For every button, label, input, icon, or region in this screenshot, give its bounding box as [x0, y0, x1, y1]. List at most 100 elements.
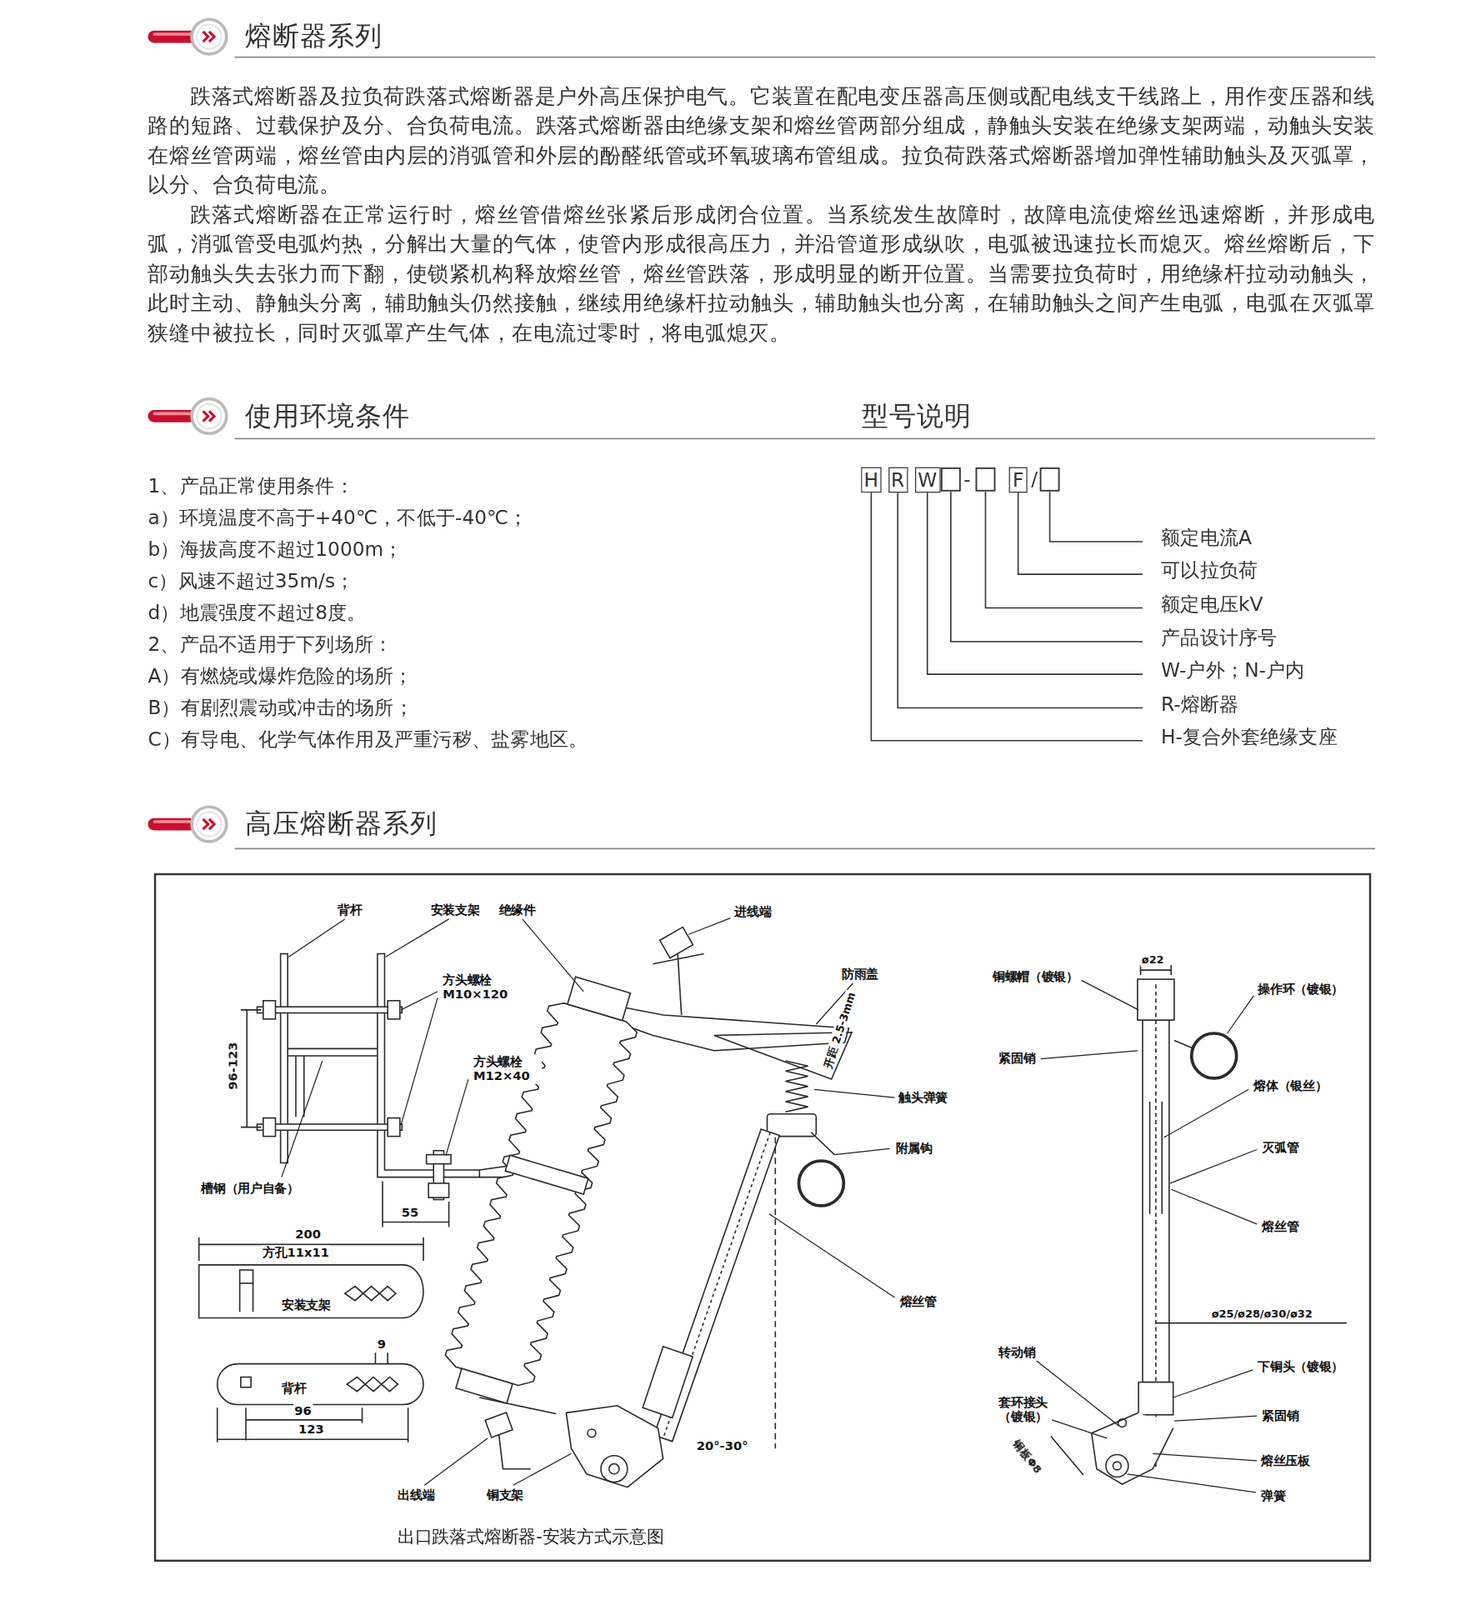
upper-contact	[810, 1132, 835, 1156]
part-label: 槽钢（用户自备）	[200, 1180, 301, 1196]
model-separator: /	[1030, 467, 1038, 491]
heading-icon	[153, 820, 195, 824]
mounting-bracket	[287, 1048, 378, 1117]
part-label: 安装支架	[280, 1298, 332, 1314]
leader-line	[1170, 1189, 1257, 1225]
model-leader	[1018, 491, 1143, 575]
heading-icon	[147, 399, 226, 435]
code-letter-box: R	[888, 466, 908, 493]
code-letter-box: F	[1009, 466, 1028, 493]
code-letter: F	[1012, 469, 1024, 491]
code-letter: W	[917, 469, 937, 491]
model-description: R-熔断器	[1160, 692, 1239, 716]
part-label: 下铜头（镀银）	[1256, 1359, 1345, 1375]
part-label: 操作环（镀银）	[1256, 982, 1345, 998]
mounting-bracket	[428, 1183, 449, 1198]
heading-icon	[147, 806, 226, 842]
leader-line	[688, 918, 731, 936]
part-label: 出线端	[396, 1488, 436, 1504]
heading-icon	[196, 404, 221, 429]
fuse-tube	[642, 1346, 693, 1419]
mounting-bracket	[263, 1000, 276, 1020]
mounting-bracket	[256, 1124, 402, 1131]
upper-contact	[660, 926, 694, 958]
leader-line	[769, 1214, 896, 1298]
model-description: W-户外；N-户内	[1160, 658, 1306, 682]
fuse-tube-detail	[1140, 965, 1172, 976]
leader-line	[522, 919, 584, 992]
bracket-plan-view	[345, 1286, 396, 1301]
heading-icon	[203, 410, 215, 421]
fuse-tube-detail	[1150, 1101, 1163, 1215]
code-blank-box	[1040, 468, 1060, 491]
back-pole-plan-view	[346, 1377, 398, 1392]
part-label: 防雨盖	[840, 966, 881, 982]
fuse-tube-detail	[1112, 1461, 1121, 1471]
condition-item: B）有剧烈震动或冲击的场所；	[147, 691, 588, 724]
leader-line	[1170, 1150, 1257, 1184]
part-label: 安装支架	[429, 902, 481, 918]
model-description: 额定电流A	[1160, 525, 1252, 550]
part-label: 123	[297, 1421, 326, 1437]
part-label: 转动销	[997, 1345, 1037, 1361]
lower-contact	[587, 1429, 596, 1438]
code-letter-box: H	[860, 466, 881, 493]
leader-line	[513, 1453, 572, 1486]
lower-contact	[565, 1405, 663, 1488]
part-label: 紧固销	[1260, 1408, 1301, 1424]
leader-line	[1127, 1474, 1256, 1493]
fuse-tube	[775, 1137, 777, 1449]
fuse-tube-detail	[1118, 1419, 1127, 1428]
condition-item: a）环境温度不高于+40℃，不低于-40℃；	[147, 501, 588, 534]
upper-contact	[767, 1114, 817, 1137]
part-label: 紧固销	[997, 1051, 1037, 1067]
condition-item: 2、产品不适用于下列场所：	[147, 628, 588, 661]
heading-rule	[235, 56, 1376, 59]
part-label: 方孔11x11	[261, 1245, 331, 1261]
heading-icon	[147, 19, 226, 55]
part-label: 熔丝管	[1260, 1220, 1301, 1236]
mounting-bracket	[280, 954, 289, 1164]
part-label: 铜支架	[485, 1488, 526, 1504]
section-heading: 高压熔断器系列	[245, 808, 438, 841]
insulator	[505, 1155, 588, 1195]
condition-list: 1、产品正常使用条件：a）环境温度不高于+40℃，不低于-40℃；b）海拔高度不…	[147, 470, 588, 756]
upper-contact	[610, 926, 852, 1206]
heading-icon	[191, 19, 227, 55]
upper-contact	[652, 954, 704, 965]
drawing-frame	[155, 874, 1371, 1562]
heading-icon	[153, 412, 195, 416]
upper-contact	[610, 1005, 849, 1051]
heading-icon	[203, 819, 215, 830]
model-leader	[1050, 491, 1143, 542]
insulator	[455, 1368, 513, 1404]
part-label: 弹簧	[1260, 1489, 1287, 1505]
model-description: 额定电压kV	[1160, 592, 1263, 616]
upper-contact	[785, 1060, 809, 1112]
part-label: 方头螺栓 M12×40	[472, 1054, 542, 1084]
leader-line	[1051, 1420, 1107, 1439]
condition-item: b）海拔高度不超过1000m；	[147, 533, 588, 566]
fuse-tube-detail	[1091, 1412, 1174, 1485]
condition-item: A）有燃烧或爆炸危险的场所；	[147, 660, 588, 692]
body-paragraph: 跌落式熔断器及拉负荷跌落式熔断器是户外高压保护电气。它装置在配电变压器高压侧或配…	[147, 81, 1376, 201]
fuse-tube-detail	[1174, 1040, 1194, 1050]
model-description: 产品设计序号	[1160, 625, 1278, 650]
back-pole-plan-view	[217, 1364, 424, 1406]
leader-line	[445, 1079, 469, 1156]
insulator	[437, 971, 648, 1409]
part-label: 灭弧管	[1260, 1140, 1301, 1156]
mounting-bracket	[240, 1010, 261, 1128]
part-label: 熔丝压板	[1260, 1453, 1311, 1469]
part-label: 背杆	[280, 1380, 308, 1396]
fuse-tube-detail	[1155, 1322, 1347, 1325]
code-letter: H	[864, 469, 880, 491]
section-heading: 使用环境条件	[245, 400, 411, 432]
dimension-label: ø25/ø28/ø30/ø32	[1210, 1307, 1313, 1321]
model-description: H-复合外套绝缘支座	[1160, 725, 1338, 749]
code-letter: R	[890, 469, 905, 491]
model-separator: -	[963, 467, 971, 491]
dimension-label: ø22	[1140, 953, 1166, 966]
leader-line	[288, 919, 345, 957]
bracket-plan-view	[199, 1265, 424, 1319]
